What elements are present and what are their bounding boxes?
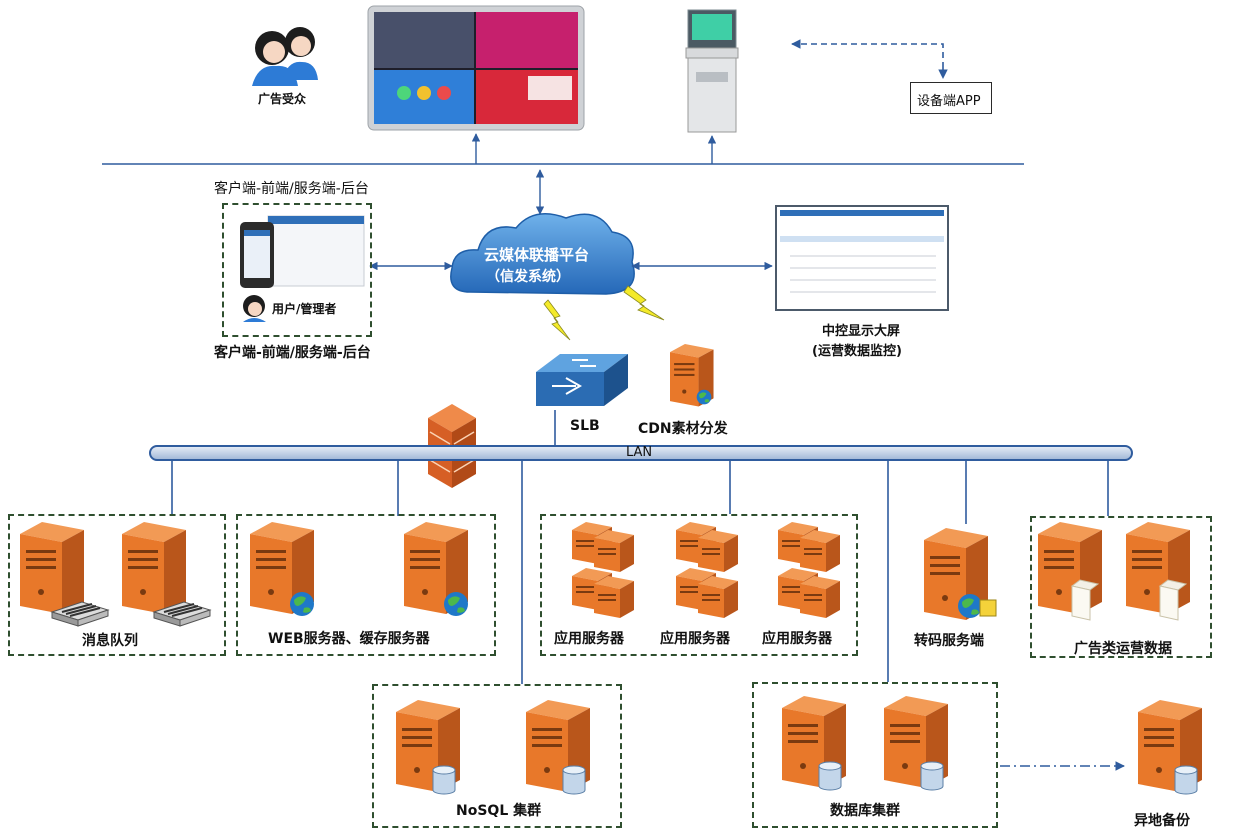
device-app-box: 设备端APP	[910, 82, 992, 114]
db-label: 数据库集群	[830, 803, 900, 819]
queue-label: 消息队列	[82, 633, 138, 649]
client-title-top: 客户端-前端/服务端-后台	[214, 181, 369, 197]
monitor-label-line1: 中控显示大屏	[822, 324, 901, 339]
cloud-label-line1: 云媒体联播平台	[484, 246, 590, 264]
user-icon	[243, 295, 266, 322]
cdn-server-icon	[670, 344, 714, 407]
client-group	[222, 203, 372, 337]
device-app-label: 设备端APP	[917, 94, 981, 109]
cdn-label: CDN素材分发	[638, 421, 728, 437]
cloud-label-line2: （信发系统）	[486, 269, 570, 285]
web-cache-group	[236, 514, 496, 656]
web-cache-label: WEB服务器、缓存服务器	[268, 631, 430, 647]
slb-label: SLB	[570, 418, 600, 434]
wireless-link-icon	[543, 299, 571, 341]
backup-server-icon	[1138, 700, 1202, 795]
db-group	[752, 682, 998, 828]
app-server-label-1: 应用服务器	[554, 631, 624, 647]
lan-bus	[149, 445, 1133, 461]
monitor-dashboard-icon	[775, 205, 949, 311]
ad-data-group	[1030, 516, 1212, 658]
app-server-label-3: 应用服务器	[762, 631, 832, 647]
transcode-server-icon	[924, 528, 997, 620]
user-label: 用户/管理者	[272, 302, 337, 316]
transcode-label: 转码服务端	[914, 633, 984, 649]
backup-label: 异地备份	[1134, 813, 1190, 829]
lan-label: LAN	[626, 445, 653, 460]
ad-display-screen	[367, 5, 585, 131]
audience-icon	[252, 27, 318, 86]
queue-group	[8, 514, 226, 656]
monitor-label-line2: (运营数据监控)	[812, 344, 902, 359]
wireless-link-icon	[623, 285, 665, 321]
app-server-label-2: 应用服务器	[660, 631, 730, 647]
app-server-group	[540, 514, 858, 656]
slb-switch-icon	[536, 354, 628, 406]
client-device-icon	[240, 215, 365, 288]
nosql-label: NoSQL 集群	[456, 803, 542, 819]
client-title-bottom: 客户端-前端/服务端-后台	[214, 345, 371, 361]
kiosk-device	[685, 9, 739, 133]
device-app-link	[791, 39, 944, 68]
nosql-group	[372, 684, 622, 828]
ad-data-label: 广告类运营数据	[1074, 641, 1172, 657]
audience-label: 广告受众	[258, 92, 307, 106]
